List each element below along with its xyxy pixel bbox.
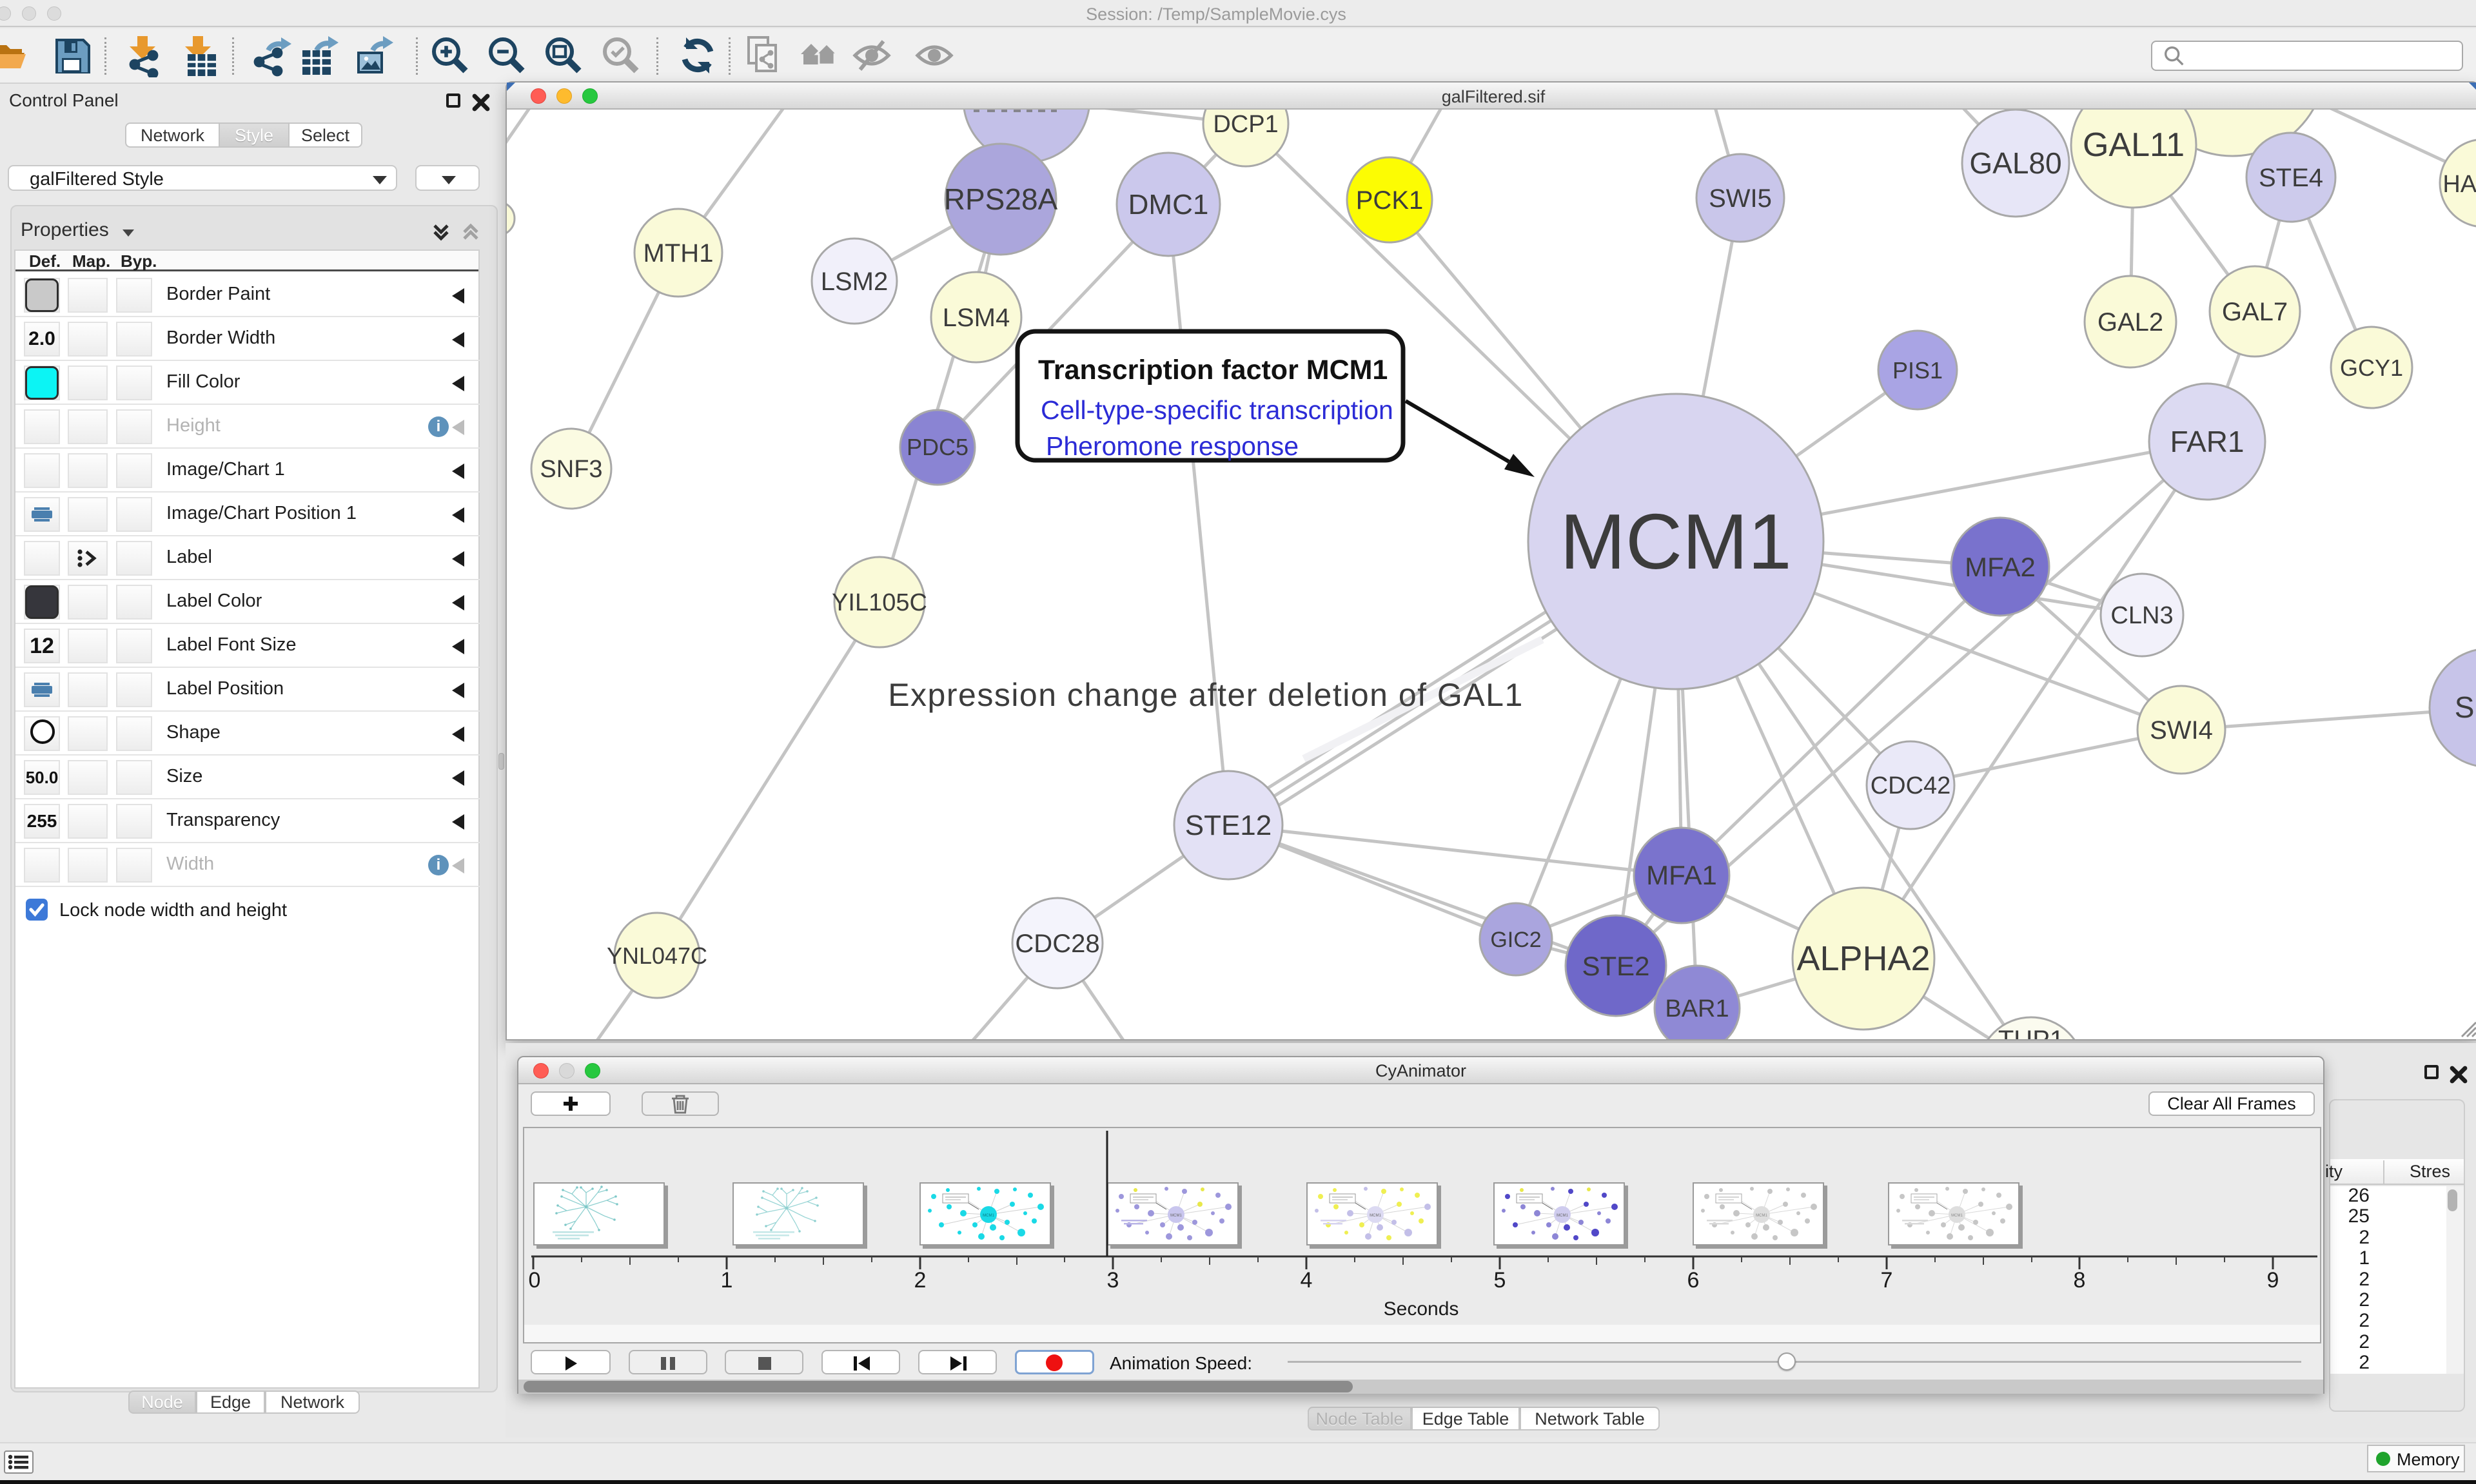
svg-text:5: 5 — [1494, 1268, 1506, 1293]
svg-text:Transcription factor MCM1: Transcription factor MCM1 — [1038, 355, 1388, 386]
svg-text:TUP1: TUP1 — [1998, 1026, 2064, 1039]
svg-text:HAP2: HAP2 — [2442, 171, 2476, 198]
svg-text:MCM1: MCM1 — [1560, 498, 1791, 585]
svg-text:GCY1: GCY1 — [2340, 355, 2403, 381]
svg-text:PIS1: PIS1 — [1892, 357, 1943, 384]
svg-text:SWI4: SWI4 — [2150, 716, 2213, 745]
svg-text:SLT2: SLT2 — [2455, 690, 2476, 724]
svg-text:6: 6 — [1687, 1268, 1700, 1293]
svg-text:STE12: STE12 — [1185, 810, 1272, 841]
svg-text:SNF3: SNF3 — [540, 456, 602, 483]
svg-text:MCM1: MCM1 — [1170, 1214, 1182, 1218]
svg-text:Seconds: Seconds — [1384, 1298, 1459, 1320]
svg-text:2: 2 — [914, 1268, 927, 1293]
svg-text:SWI5: SWI5 — [1709, 184, 1772, 213]
svg-text:YIL105C: YIL105C — [832, 589, 927, 616]
svg-text:GAL80: GAL80 — [1969, 146, 2061, 180]
svg-text:CDC28: CDC28 — [1015, 930, 1099, 958]
svg-text:GAL7: GAL7 — [2222, 298, 2288, 326]
svg-text:DCP1: DCP1 — [1213, 111, 1278, 138]
svg-text:1: 1 — [721, 1268, 733, 1293]
svg-text:ALPHA2: ALPHA2 — [1796, 939, 1930, 978]
svg-text:STE2: STE2 — [1582, 951, 1649, 981]
svg-text:8: 8 — [2074, 1268, 2086, 1293]
svg-text:GAL2: GAL2 — [2098, 308, 2163, 337]
svg-text:MCM1: MCM1 — [1756, 1214, 1767, 1218]
svg-text:MCM1: MCM1 — [1951, 1214, 1963, 1218]
svg-text:YNL047C: YNL047C — [607, 942, 707, 969]
svg-text:PDC5: PDC5 — [907, 434, 968, 460]
svg-text:MCM1: MCM1 — [1557, 1214, 1568, 1218]
svg-text:Cell-type-specific transcripti: Cell-type-specific transcription — [1041, 395, 1393, 425]
svg-text:RPS28A: RPS28A — [944, 182, 1058, 216]
svg-text:MTH1: MTH1 — [644, 239, 714, 268]
svg-text:CDC42: CDC42 — [1871, 772, 1951, 799]
svg-text:MFA2: MFA2 — [1965, 552, 2036, 582]
svg-text:GAL11: GAL11 — [2083, 126, 2185, 164]
svg-text:Pheromone response: Pheromone response — [1046, 431, 1299, 461]
svg-text:CLN3: CLN3 — [2110, 602, 2173, 629]
svg-text:BAR1: BAR1 — [1665, 995, 1729, 1022]
svg-text:MFA1: MFA1 — [1646, 860, 1717, 890]
svg-text:7: 7 — [1881, 1268, 1893, 1293]
svg-text:MCM1: MCM1 — [983, 1214, 994, 1218]
svg-text:PCK1: PCK1 — [1356, 186, 1424, 215]
svg-text:3: 3 — [1107, 1268, 1119, 1293]
svg-text:STE4: STE4 — [2259, 164, 2323, 192]
svg-text:9: 9 — [2267, 1268, 2279, 1293]
svg-text:Expression change after deleti: Expression change after deletion of GAL1 — [888, 677, 1524, 713]
svg-text:MCM1: MCM1 — [1370, 1214, 1381, 1218]
svg-text:GIC2: GIC2 — [1490, 928, 1541, 952]
svg-text:LSM2: LSM2 — [821, 268, 889, 296]
svg-text:FAR1: FAR1 — [2170, 425, 2244, 458]
svg-text:DMC1: DMC1 — [1128, 189, 1209, 220]
svg-text:0: 0 — [529, 1268, 541, 1293]
svg-text:LSM4: LSM4 — [943, 304, 1010, 332]
svg-text:4: 4 — [1301, 1268, 1313, 1293]
